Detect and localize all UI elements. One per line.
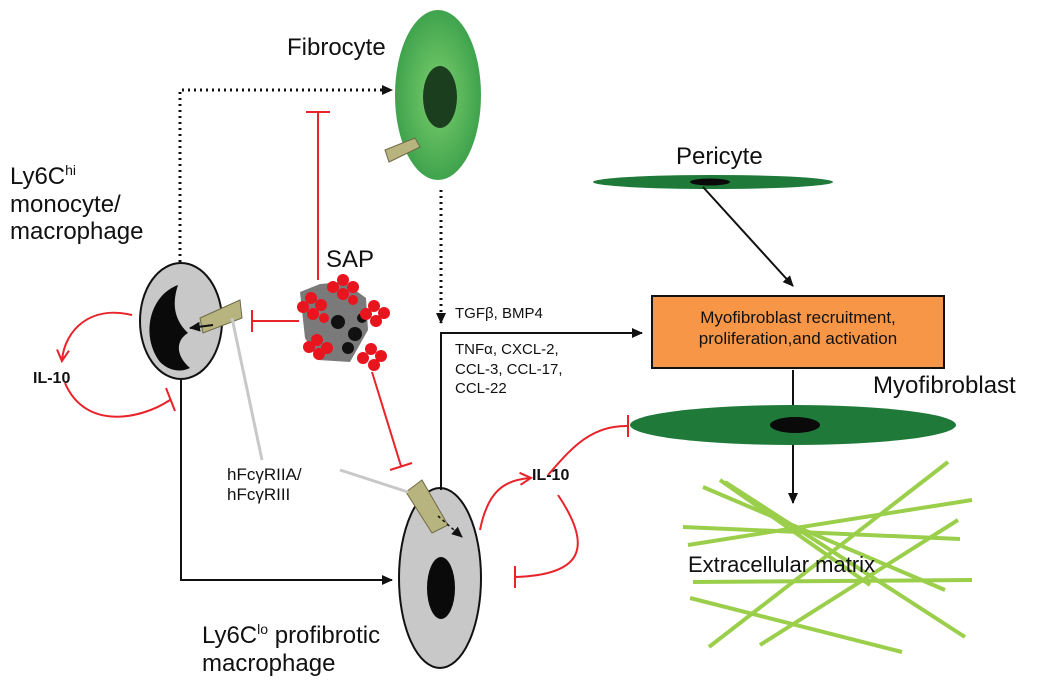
pericyte-cell [593,175,833,189]
myofibroblast-nucleus [770,417,820,433]
sap-pentamer [297,274,390,371]
macrophage-secretes-il10-arrow [479,478,530,531]
box-line-1: Myofibroblast recruitment, [700,308,896,327]
il10-inhibits-macrophage [514,494,579,588]
il10-left-label: IL-10 [33,370,71,387]
il10-right-label: IL-10 [532,467,570,484]
sap-label: SAP [326,246,375,273]
pericyte-nucleus [690,178,730,186]
sap-inhibits-fibrocyte [306,111,330,280]
box-line-2: proliferation,and activation [698,329,898,349]
monocyte-to-macrophage-arrow [180,380,393,585]
macrophage-nucleus [427,557,455,619]
myofibroblast-cell [630,405,956,445]
monocyte-internalization-arrow [189,321,214,332]
il10-inhibits-myofibroblast [547,415,629,476]
monocyte-to-fibrocyte-dotted-arrow [178,85,393,262]
cytokines-top-label: TGFβ, BMP4 [455,305,543,322]
receptor-pointer-to-monocyte [230,317,264,461]
ly6c-lo-macrophage-cell [398,479,482,669]
macrophage-internalization-arrow [437,515,463,538]
sap-inhibits-monocyte [251,310,299,332]
receptor-pointer-to-macrophage [339,468,409,494]
monocyte-nucleus [149,285,190,371]
ly6c-lo-label: Ly6Clo profibrotic macrophage [202,621,381,677]
signal-to-box-arrow [440,328,643,490]
il10-inhibits-monocyte [64,382,176,418]
fibrocyte-receptor [384,137,421,163]
ly6c-hi-label: Ly6Chi monocyte/ macrophage [10,162,144,246]
monocyte-secretes-il10-arrow [62,311,133,360]
myofibroblast-label: Myofibroblast [873,372,1016,399]
pericyte-label: Pericyte [676,143,763,170]
fibrocyte-nucleus [423,66,457,128]
fibrocyte-label: Fibrocyte [287,34,386,61]
myofibroblast-activation-box: Myofibroblast recruitment, proliferation… [651,295,945,369]
cytokines-bottom-label: TNFα, CXCL-2, CCL-3, CCL-17, CCL-22 [455,341,563,397]
sap-inhibits-macrophage [371,371,413,471]
extracellular-matrix-fibers [682,460,973,654]
fibrocyte-cell [384,10,481,180]
pericyte-to-box-arrow [702,186,794,287]
ly6c-hi-monocyte-cell [139,262,243,380]
extracellular-matrix-label: Extracellular matrix [688,552,876,577]
receptor-label: hFcγRIIA/ hFcγRIII [227,465,302,504]
